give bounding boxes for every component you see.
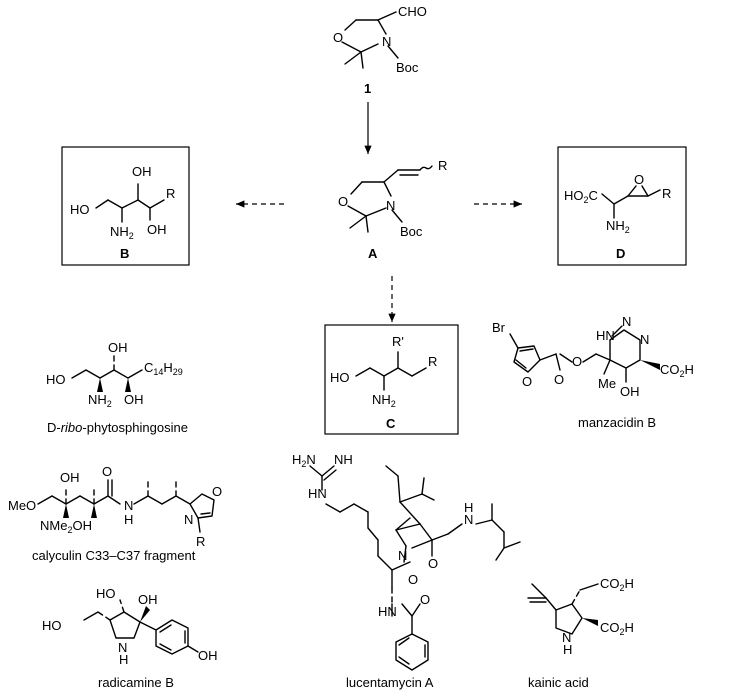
- lucentamycin-h2n-h: H: [292, 452, 301, 467]
- compound-A-o: O: [338, 194, 348, 209]
- lucentamycin-o-acyl: O: [408, 572, 418, 587]
- kainic-co2h-bottom: CO2H: [600, 620, 634, 637]
- compound-D-label: D: [616, 246, 625, 261]
- radicamine-name: radicamine B: [98, 675, 174, 690]
- lucentamycin-n-ring: N: [398, 548, 407, 563]
- manzacidin-o-furan: O: [522, 374, 532, 389]
- svg-text:H2N: H2N: [292, 452, 316, 469]
- calyculin-o: O: [102, 464, 112, 479]
- manzacidin-me: Me: [598, 376, 616, 391]
- phytosphingosine: HO OH OH NH2 C14H29 D-ribo-phytosphingos…: [46, 340, 188, 435]
- calyculin-nh-n: N: [124, 498, 133, 513]
- box-C: [324, 324, 459, 435]
- calyculin-fragment: MeO OH O NMe2OH N H O N R calyculin C33–…: [8, 464, 222, 563]
- compound-C-r: R: [428, 354, 437, 369]
- manzacidin-b: Br O O O HN N N Me OH CO2H manzacidin B: [492, 314, 694, 430]
- compound-1-number: 1: [364, 81, 371, 96]
- manzacidin-br: Br: [492, 320, 506, 335]
- compound-1: O N CHO Boc 1: [333, 4, 427, 96]
- radicamine-n: N: [118, 640, 127, 655]
- compound-A-label: A: [368, 246, 378, 261]
- lucentamycin-a: H2N NH HN N O O N H HN O lucentamycin A: [292, 452, 521, 690]
- compound-B-r: R: [166, 186, 175, 201]
- manzacidin-co2h: CO2H: [660, 362, 694, 379]
- radicamine-ho-left: HO: [42, 618, 62, 633]
- calyculin-nh-h: H: [124, 512, 133, 527]
- compound-B-nh2: NH2: [110, 224, 134, 241]
- phyto-name: D-ribo-phytosphingosine: [47, 420, 188, 435]
- phyto-nh2: NH2: [88, 392, 112, 409]
- compound-1-o: O: [333, 30, 343, 45]
- manzacidin-o-ester: O: [572, 354, 582, 369]
- calyculin-oxazole-o: O: [212, 484, 222, 499]
- compound-C-ho: HO: [330, 370, 350, 385]
- lucentamycin-o-amide: O: [428, 556, 438, 571]
- manzacidin-oh: OH: [620, 384, 640, 399]
- compound-D-nh2: NH2: [606, 218, 630, 235]
- compound-B-oh-bottom: OH: [147, 222, 167, 237]
- manzacidin-hn: HN: [596, 328, 615, 343]
- kainic-h: H: [563, 642, 572, 657]
- lucentamycin-nh: NH: [334, 452, 353, 467]
- phyto-oh-bottom: OH: [124, 392, 144, 407]
- radicamine-b: HO OH HO N H OH radicamine B: [42, 586, 218, 690]
- compound-1-n: N: [382, 34, 391, 49]
- kainic-name: kainic acid: [528, 675, 589, 690]
- lucentamycin-hn-h: H: [308, 486, 317, 501]
- calyculin-name: calyculin C33–C37 fragment: [32, 548, 196, 563]
- phyto-oh-top: OH: [108, 340, 128, 355]
- lucentamycin-n-amide: N: [464, 512, 473, 527]
- manzacidin-n-top: N: [622, 314, 631, 329]
- calyculin-nme2: NMe2OH: [40, 518, 92, 535]
- calyculin-oh-top: OH: [60, 470, 80, 485]
- phyto-ho: HO: [46, 372, 66, 387]
- compound-A-boc: Boc: [400, 224, 423, 239]
- calyculin-oxazole-n: N: [184, 512, 193, 527]
- compound-1-cho: CHO: [398, 4, 427, 19]
- compound-B: OH HO R OH NH2 B: [70, 164, 175, 261]
- compound-C-label: C: [386, 416, 396, 431]
- manzacidin-o-carbonyl: O: [554, 372, 564, 387]
- svg-text:HN: HN: [308, 486, 327, 501]
- box-B: [61, 146, 190, 266]
- calyculin-meo: MeO: [8, 498, 36, 513]
- kainic-acid: CO2H N H CO2H kainic acid: [527, 576, 634, 690]
- lucentamycin-o-bz: O: [420, 592, 430, 607]
- calyculin-r: R: [196, 534, 205, 549]
- lucentamycin-h-amide: H: [464, 500, 473, 515]
- compound-D-ho2c: HO2C: [564, 188, 598, 205]
- lucentamycin-hn-bz: HN: [378, 604, 397, 619]
- compound-A-r: R: [438, 158, 447, 173]
- compound-D-o: O: [634, 172, 644, 187]
- compound-C-nh2: NH2: [372, 392, 396, 409]
- box-D: [557, 146, 687, 266]
- compound-A-n: N: [386, 198, 395, 213]
- compound-B-oh-top: OH: [132, 164, 152, 179]
- kainic-n: N: [562, 630, 571, 645]
- compound-D: HO2C O R NH2 D: [564, 172, 671, 261]
- compound-C: R' HO R NH2 C: [330, 334, 437, 431]
- compound-B-ho: HO: [70, 202, 90, 217]
- manzacidin-name: manzacidin B: [578, 415, 656, 430]
- manzacidin-n-right: N: [640, 332, 649, 347]
- radicamine-oh-top: OH: [138, 592, 158, 607]
- radicamine-ho-top: HO: [96, 586, 116, 601]
- compound-D-r: R: [662, 186, 671, 201]
- radicamine-oh-ring: OH: [198, 648, 218, 663]
- lucentamycin-name: lucentamycin A: [346, 675, 434, 690]
- kainic-co2h-top: CO2H: [600, 576, 634, 593]
- compound-B-label: B: [120, 246, 129, 261]
- radicamine-h: H: [119, 652, 128, 667]
- compound-C-rprime: R': [392, 334, 404, 349]
- compound-1-boc: Boc: [396, 60, 419, 75]
- phyto-chain: C14H29: [144, 360, 183, 377]
- compound-A: R O N Boc A: [338, 158, 447, 261]
